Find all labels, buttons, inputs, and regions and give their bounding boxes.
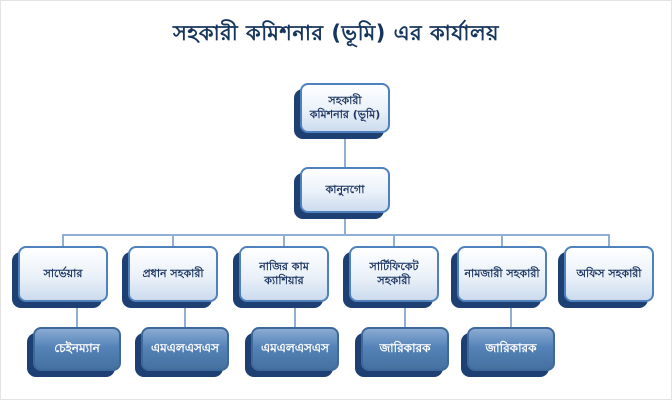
node-face: সহকারী কমিশনার (ভূমি) — [300, 83, 390, 133]
node-col2-child-label: এমএলএসএস — [151, 341, 219, 356]
node-kanungo-label: কানুনগো — [325, 182, 365, 196]
node-face: সার্টিফিকেট সহকারী — [349, 246, 439, 302]
node-face: অফিস সহকারী — [564, 246, 654, 302]
node-col4-head-label: সার্টিফিকেট সহকারী — [369, 259, 419, 287]
node-col3-head-label: নাজির কাম ক্যাশিয়ার — [259, 259, 309, 287]
node-col5-child: জারিকারক — [461, 327, 555, 377]
node-root: সহকারী কমিশনার (ভূমি) — [294, 83, 390, 139]
node-col3-child-label: এমএলএসএস — [261, 341, 329, 356]
page-title: সহকারী কমিশনার (ভূমি) এর কার্যালয় — [173, 21, 499, 45]
node-col4-child: জারিকারক — [355, 327, 449, 377]
node-face: এমএলএসএস — [141, 327, 229, 371]
connector-stub-col5 — [501, 234, 503, 246]
node-col4-head: সার্টিফিকেট সহকারী — [343, 246, 439, 308]
connector-root-to-l2 — [344, 133, 346, 167]
node-col3-head: নাজির কাম ক্যাশিয়ার — [233, 246, 329, 308]
node-col6-head: অফিস সহকারী — [558, 246, 654, 308]
connector-stub-col2 — [172, 234, 174, 246]
node-col1-head-label: সার্ভেয়ার — [43, 266, 83, 280]
node-kanungo: কানুনগো — [294, 167, 390, 219]
connector-col5-child — [510, 302, 512, 327]
node-col6-head-label: অফিস সহকারী — [576, 266, 642, 280]
node-face: এমএলএসএস — [251, 327, 339, 371]
node-face: জারিকারক — [467, 327, 555, 371]
connector-col1-child — [76, 302, 78, 327]
node-col3-child: এমএলএসএস — [245, 327, 339, 377]
node-col1-child-label: চেইনম্যান — [54, 341, 100, 356]
node-col1-child: চেইনম্যান — [27, 327, 121, 377]
node-col2-head-label: প্রধান সহকারী — [142, 266, 204, 280]
node-col1-head: সার্ভেয়ার — [12, 246, 108, 308]
node-root-label: সহকারী কমিশনার (ভূমি) — [309, 93, 381, 121]
node-face: চেইনম্যান — [33, 327, 121, 371]
connector-stub-col3 — [283, 234, 285, 246]
node-face: কানুনগো — [300, 167, 390, 213]
node-col5-head: নামজারী সহকারী — [451, 246, 547, 308]
node-col5-head-label: নামজারী সহকারী — [464, 266, 540, 280]
connector-l2-to-bus — [344, 213, 346, 234]
node-face: প্রধান সহকারী — [128, 246, 218, 302]
connector-stub-col4 — [393, 234, 395, 246]
node-face: নামজারী সহকারী — [457, 246, 547, 302]
connector-stub-col1 — [62, 234, 64, 246]
connector-col3-child — [294, 302, 296, 327]
connector-bus — [63, 234, 609, 236]
connector-col4-child — [404, 302, 406, 327]
connector-col2-child — [184, 302, 186, 327]
node-col2-child: এমএলএসএস — [135, 327, 229, 377]
node-col4-child-label: জারিকারক — [379, 341, 431, 356]
node-face: সার্ভেয়ার — [18, 246, 108, 302]
node-face: নাজির কাম ক্যাশিয়ার — [239, 246, 329, 302]
node-col2-head: প্রধান সহকারী — [122, 246, 218, 308]
connector-stub-col6 — [608, 234, 610, 246]
node-face: জারিকারক — [361, 327, 449, 371]
node-col5-child-label: জারিকারক — [485, 341, 537, 356]
